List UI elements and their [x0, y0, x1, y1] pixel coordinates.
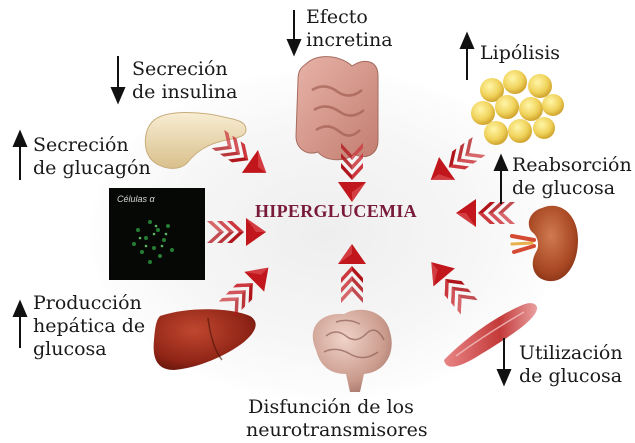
label-reabsorcion: Reabsorción de glucosa	[512, 154, 632, 200]
label-line: Lipólisis	[480, 42, 560, 65]
arrow-from-kidney	[456, 199, 515, 227]
label-line: Reabsorción	[512, 154, 632, 177]
label-utilizacion: Utilización de glucosa	[519, 342, 623, 388]
label-line: de glucagón	[33, 157, 151, 180]
arrow-from-fat	[423, 135, 487, 192]
label-line: Producción	[33, 292, 145, 315]
label-lipolisis: Lipólisis	[480, 42, 560, 65]
micrograph-caption: Células α	[117, 194, 155, 204]
label-produccion-hepatica: Producción hepática de glucosa	[33, 292, 145, 361]
label-line: neurotransmisores	[246, 419, 416, 442]
label-line: hepática de	[33, 315, 145, 338]
label-line: Disfunción de los	[246, 396, 416, 419]
label-line: Utilización	[519, 342, 623, 365]
trend-up-arrow-lipolisis	[461, 34, 473, 80]
label-line: de glucosa	[512, 177, 632, 200]
intestine-icon	[296, 57, 378, 160]
label-line: de insulina	[132, 81, 237, 104]
label-line: Secreción	[132, 58, 237, 81]
label-line: incretina	[306, 29, 393, 52]
label-line: Secreción	[33, 134, 151, 157]
fat-cells-icon	[471, 70, 564, 145]
trend-down-arrow-utilizacion	[498, 338, 510, 384]
label-neurotransmisores: Disfunción de los neurotransmisores	[246, 396, 416, 442]
arrow-from-liver	[217, 258, 279, 320]
kidney-icon	[512, 206, 578, 281]
trend-down-arrow-incretina	[288, 10, 300, 54]
label-secrecion-glucagon: Secreción de glucagón	[33, 134, 151, 180]
arrow-from-muscle	[421, 253, 480, 316]
label-line: glucosa	[33, 338, 145, 361]
trend-up-arrow-glucagon	[14, 132, 26, 180]
liver-icon	[154, 309, 256, 370]
trend-up-arrow-hepatica	[14, 302, 26, 348]
label-line: Efecto	[306, 6, 393, 29]
arrow-from-micrograph	[207, 218, 266, 246]
center-title: HIPERGLUCEMIA	[255, 201, 417, 222]
arrow-from-brain	[338, 244, 366, 303]
label-efecto-incretina: Efecto incretina	[306, 6, 393, 52]
label-line: de glucosa	[519, 365, 623, 388]
brain-icon	[313, 310, 392, 392]
label-secrecion-insulina: Secreción de insulina	[132, 58, 237, 104]
trend-up-arrow-reabsorcion	[495, 156, 507, 204]
trend-down-arrow-insulina	[112, 56, 124, 102]
